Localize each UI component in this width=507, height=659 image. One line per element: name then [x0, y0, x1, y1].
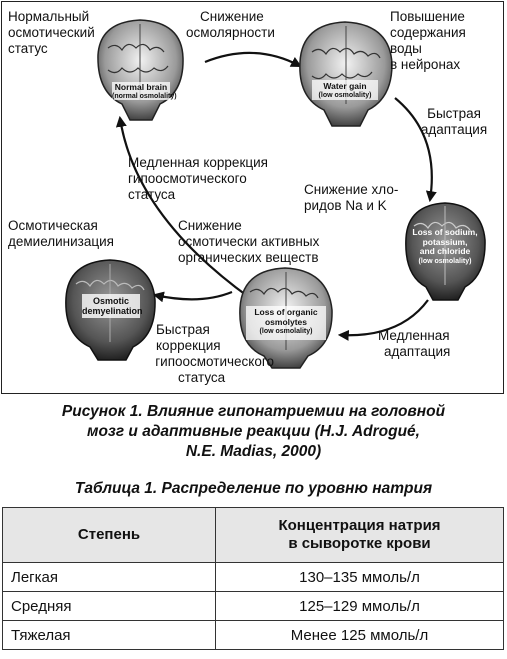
arrow-fast-correction — [152, 290, 233, 303]
figure-caption: Рисунок 1. Влияние гипонатриемии на голо… — [61, 403, 446, 460]
table-row: Легкая 130–135 ммоль/л — [2, 562, 504, 592]
brain-loss-organic-illustration — [239, 267, 333, 369]
header-degree: Степень — [2, 507, 216, 563]
cell-degree: Тяжелая — [2, 620, 216, 650]
brain-water-gain-illustration — [299, 21, 393, 127]
label-osmotic-demyelination: Осмотическая демиелинизация — [8, 218, 114, 249]
cell-degree: Средняя — [2, 591, 216, 621]
table-row: Тяжелая Менее 125 ммоль/л — [2, 620, 504, 650]
label-na-k-drop: Снижение хло- ридов Na и K — [304, 182, 399, 213]
brain-normal-label: Normal brain (normal osmolality) — [112, 82, 177, 101]
table-title: Таблица 1. Распределение по уровню натри… — [74, 480, 433, 497]
label-fast-adaptation: Быстрая адаптация — [420, 106, 488, 137]
brain-loss-sodium-label: Loss of sodium, potassium, and chloride … — [412, 227, 478, 265]
arrow-fast-adaptation — [394, 97, 437, 203]
table-header-row: Степень Концентрация натрия в сыворотке … — [2, 507, 504, 563]
figure-diagram — [65, 19, 486, 369]
label-osmolarity-drop: Снижение осмолярности — [186, 9, 275, 40]
label-normal-status: Нормальный осмотический статус — [8, 9, 95, 56]
label-slow-correction: Медленная коррекция гипоосмотического ст… — [128, 155, 268, 202]
brain-water-gain-label: Water gain (low osmolality) — [318, 81, 372, 100]
cell-value: 130–135 ммоль/л — [215, 562, 504, 592]
header-concentration: Концентрация натрия в сыворотке крови — [215, 507, 504, 563]
arrow-osmolarity-drop — [204, 51, 302, 68]
label-fast-correction: Быстрая коррекция гипоосмотического стат… — [155, 322, 274, 385]
brain-normal-illustration — [97, 19, 184, 121]
label-water-increase: Повышение содержания воды в нейронах — [390, 9, 466, 72]
cell-value: 125–129 ммоль/л — [215, 591, 504, 621]
sodium-levels-table: Степень Концентрация натрия в сыворотке … — [2, 507, 504, 650]
table-row: Средняя 125–129 ммоль/л — [2, 591, 504, 621]
arrow-slow-correction — [115, 115, 251, 299]
label-organic-drop: Снижение осмотически активных органическ… — [178, 218, 320, 265]
label-slow-adaptation: Медленная адаптация — [378, 328, 451, 359]
cell-value: Менее 125 ммоль/л — [215, 620, 504, 650]
brain-loss-sodium-illustration — [405, 202, 486, 301]
arrow-slow-adaptation — [337, 299, 429, 341]
brain-demyelination-illustration — [65, 259, 156, 361]
cell-degree: Легкая — [2, 562, 216, 592]
brain-demyelination-label: Osmotic demyelination — [82, 296, 143, 316]
brain-loss-organic-label: Loss of organic osmolytes (low osmolalit… — [254, 307, 318, 335]
